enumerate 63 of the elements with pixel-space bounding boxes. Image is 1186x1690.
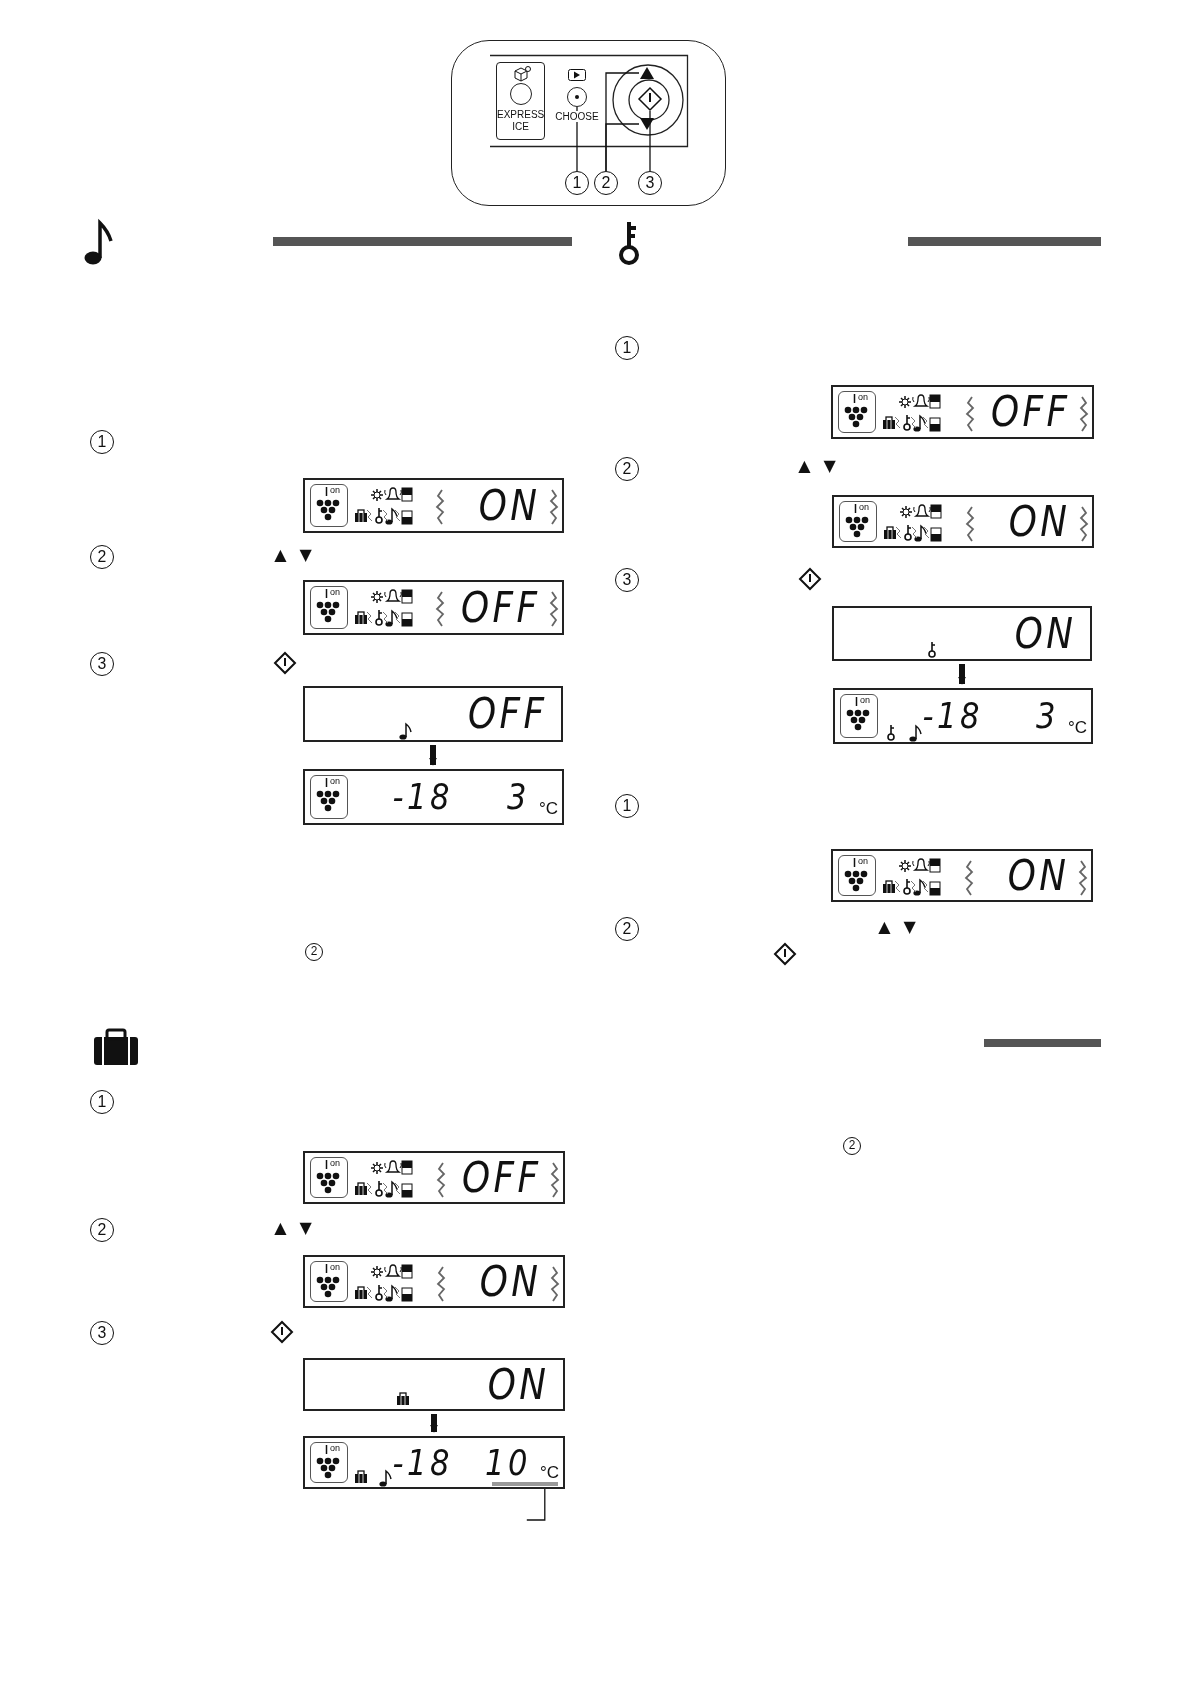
leader-line [605, 123, 640, 172]
lcd-display [832, 495, 1094, 548]
on-indicator: on [330, 1158, 340, 1168]
lcd-display [303, 1358, 565, 1411]
leader-line [576, 106, 578, 172]
display-readout: OFF [990, 391, 1070, 433]
start-button [638, 87, 662, 111]
on-indicator: on [860, 695, 870, 705]
arrow-key-symbols: ▲ ▼ [273, 1218, 313, 1238]
lcd-display [831, 385, 1094, 439]
arrow-key-symbols: ▲ ▼ [273, 545, 313, 565]
unit-label: °C [1067, 718, 1087, 738]
button-caption: EXPRESS ICE [497, 109, 544, 133]
display-readout: ON [1014, 612, 1076, 655]
lcd-display [832, 606, 1092, 661]
unit-label: °C [539, 1463, 559, 1483]
button-caption: CHOOSE [555, 111, 599, 122]
arrow-key-symbols: ▲ ▼ [797, 456, 837, 476]
on-indicator: on [330, 587, 340, 597]
display-readout: ON [1007, 854, 1069, 897]
display-readout: ON [479, 1260, 541, 1303]
display-readout: 10 [485, 1444, 531, 1481]
on-indicator: on [330, 1443, 340, 1453]
display-readout: 3 [1036, 698, 1059, 734]
unit-label: °C [538, 799, 558, 819]
choose-button [567, 87, 587, 107]
on-indicator: on [330, 1262, 340, 1272]
on-indicator: on [858, 392, 868, 402]
up-arrow-button [639, 66, 655, 80]
on-indicator: on [330, 776, 340, 786]
lcd-display [303, 769, 564, 825]
leader-line [649, 110, 651, 172]
display-readout: -18 [392, 779, 453, 815]
callout-number: 3 [638, 171, 662, 195]
on-indicator: on [858, 856, 868, 866]
button-panel [496, 62, 545, 140]
display-readout: 3 [507, 779, 530, 815]
display-readout: OFF [467, 693, 547, 735]
arrow-key-symbols: ▲ ▼ [877, 917, 917, 937]
down-arrow [958, 664, 966, 685]
display-readout: ON [1008, 500, 1070, 543]
underline-bar [492, 1482, 558, 1486]
lcd-display [833, 688, 1093, 744]
display-readout: -18 [922, 698, 983, 734]
lcd-display [303, 1255, 565, 1308]
lcd-display [303, 478, 564, 533]
lcd-display [303, 580, 564, 635]
on-indicator: on [859, 502, 869, 512]
display-readout: ON [487, 1363, 549, 1406]
display-readout: OFF [461, 1156, 541, 1199]
display-readout: ON [478, 484, 540, 527]
down-arrow-button [639, 117, 655, 131]
callout-number: 2 [594, 171, 618, 195]
display-readout: OFF [460, 586, 540, 629]
lcd-display [303, 1436, 565, 1489]
lcd-display [303, 1151, 565, 1204]
callout-number: 1 [565, 171, 589, 195]
down-arrow [430, 1414, 438, 1433]
lcd-display [303, 686, 563, 742]
down-arrow [429, 745, 437, 766]
lcd-display [831, 849, 1093, 902]
on-indicator: on [330, 485, 340, 495]
display-readout: -18 [392, 1444, 453, 1481]
